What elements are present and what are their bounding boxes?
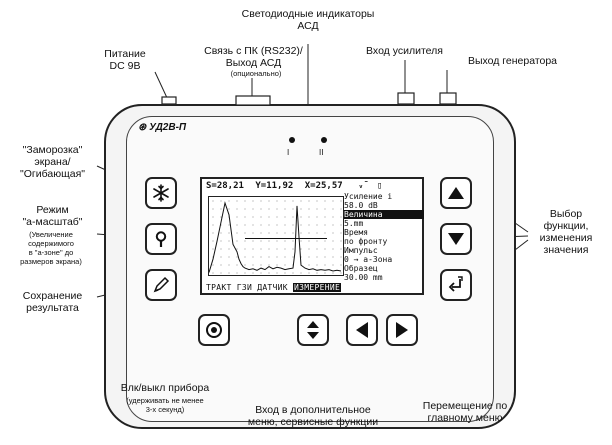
- a-scale-button[interactable]: [145, 223, 177, 255]
- extra-menu-button[interactable]: [297, 314, 329, 346]
- down-button[interactable]: [440, 223, 472, 255]
- enter-arrow-icon: [448, 276, 463, 292]
- triangle-up-icon: [448, 187, 464, 199]
- screen-menu-row: по фронту: [344, 237, 388, 246]
- freeze-label: "Заморозка" экрана/ "Огибающая": [20, 144, 85, 180]
- power-circle-icon: [206, 322, 222, 338]
- bottom-menu-item: ГЗИ: [236, 283, 253, 292]
- screen-readout: S=28,21 Y=11,92 X=25,57 ᵥ̄ ▯: [206, 181, 382, 191]
- x-value: 25,57: [315, 181, 343, 191]
- bottom-menu-item: ТРАКТ: [206, 283, 232, 292]
- a-scan-svg: [208, 201, 342, 273]
- screen-menu-row: Импульс: [344, 246, 378, 255]
- pc-link-label: Связь с ПК (RS232)/ Выход АСД: [204, 45, 303, 69]
- value-select-label: Выбор функции, изменения значения: [539, 208, 593, 256]
- screen-menu-row: Образец: [344, 264, 378, 273]
- bottom-menu-item: ДАТЧИК: [257, 283, 288, 292]
- power-toggle-note: (удерживать не менее 3-х секунд): [126, 396, 204, 414]
- led-1-label: I: [287, 148, 290, 157]
- screen-menu-row: Усиление i: [344, 192, 393, 201]
- up-down-arrows-icon: [307, 321, 319, 339]
- battery-icon: ▯: [376, 181, 383, 191]
- triangle-right-icon: [396, 322, 408, 338]
- led-indicator-1: [289, 137, 295, 143]
- rs232-connector: [235, 95, 271, 106]
- screen-menu-row: 0 → а-Зона: [344, 255, 393, 264]
- menu-left-button[interactable]: [346, 314, 378, 346]
- probe-icon: ᵥ̄: [358, 181, 364, 191]
- power-label: Питание DC 9В: [104, 48, 146, 72]
- s-value: 28,21: [216, 181, 244, 191]
- main-menu-nav-label: Перемещение по главному меню: [422, 400, 508, 424]
- x-label: X=: [304, 181, 316, 191]
- triangle-left-icon: [356, 322, 368, 338]
- save-label: Сохранение результата: [22, 290, 83, 314]
- enter-button[interactable]: [440, 269, 472, 301]
- amp-input-connector: [397, 92, 415, 105]
- bottom-menu: ТРАКТ ГЗИ ДАТЧИК ИЗМЕРЕНИЕ: [206, 283, 342, 292]
- power-connector: [161, 96, 177, 105]
- magnifier-icon: [155, 231, 167, 247]
- bottom-menu-item: ИЗМЕРЕНИЕ: [293, 283, 342, 292]
- brand-name: УД2В-П: [149, 122, 187, 133]
- extra-menu-label: Вход в дополнительное меню, сервисные фу…: [247, 404, 379, 428]
- a-scan-trace: [208, 201, 342, 273]
- pen-icon: [153, 276, 170, 293]
- led-indicator-2: [321, 137, 327, 143]
- y-value: 11,92: [266, 181, 294, 191]
- triangle-down-icon: [448, 233, 464, 245]
- save-button[interactable]: [145, 269, 177, 301]
- screen-menu-row: 58.0 dB: [344, 201, 378, 210]
- a-scan-plot: [208, 196, 344, 276]
- power-toggle-label: Влк/выкл прибора: [120, 382, 210, 394]
- brand-logo-icon: ⊛: [138, 122, 147, 133]
- amp-input-label: Вход усилителя: [366, 45, 443, 57]
- device-brand: ⊛ УД2В-П: [138, 122, 186, 133]
- y-label: Y=: [255, 181, 267, 191]
- screen-menu-row: Величина: [344, 210, 424, 219]
- pc-link-optional-label: (опционально): [230, 69, 282, 78]
- screen-menu-row: Время: [344, 228, 369, 237]
- lcd-screen: S=28,21 Y=11,92 X=25,57 ᵥ̄ ▯ Усиление i …: [200, 177, 424, 295]
- screen-menu-row: 30.00 mm: [344, 273, 383, 282]
- a-scale-note: (Увеличение содержимого в "а-зоне" до ра…: [20, 230, 82, 266]
- gen-output-connector: [439, 92, 457, 105]
- a-scale-label: Режим "а-масштаб": [22, 204, 83, 228]
- up-button[interactable]: [440, 177, 472, 209]
- power-button[interactable]: [198, 314, 230, 346]
- snowflake-icon: [153, 184, 169, 202]
- led-2-label: II: [319, 148, 324, 157]
- led-indicators-label: Светодиодные индикаторы АСД: [241, 8, 375, 32]
- screen-menu-row: 5.mm: [344, 219, 364, 228]
- gen-output-label: Выход генератора: [467, 55, 558, 67]
- menu-right-button[interactable]: [386, 314, 418, 346]
- freeze-button[interactable]: [145, 177, 177, 209]
- s-label: S=: [206, 181, 217, 191]
